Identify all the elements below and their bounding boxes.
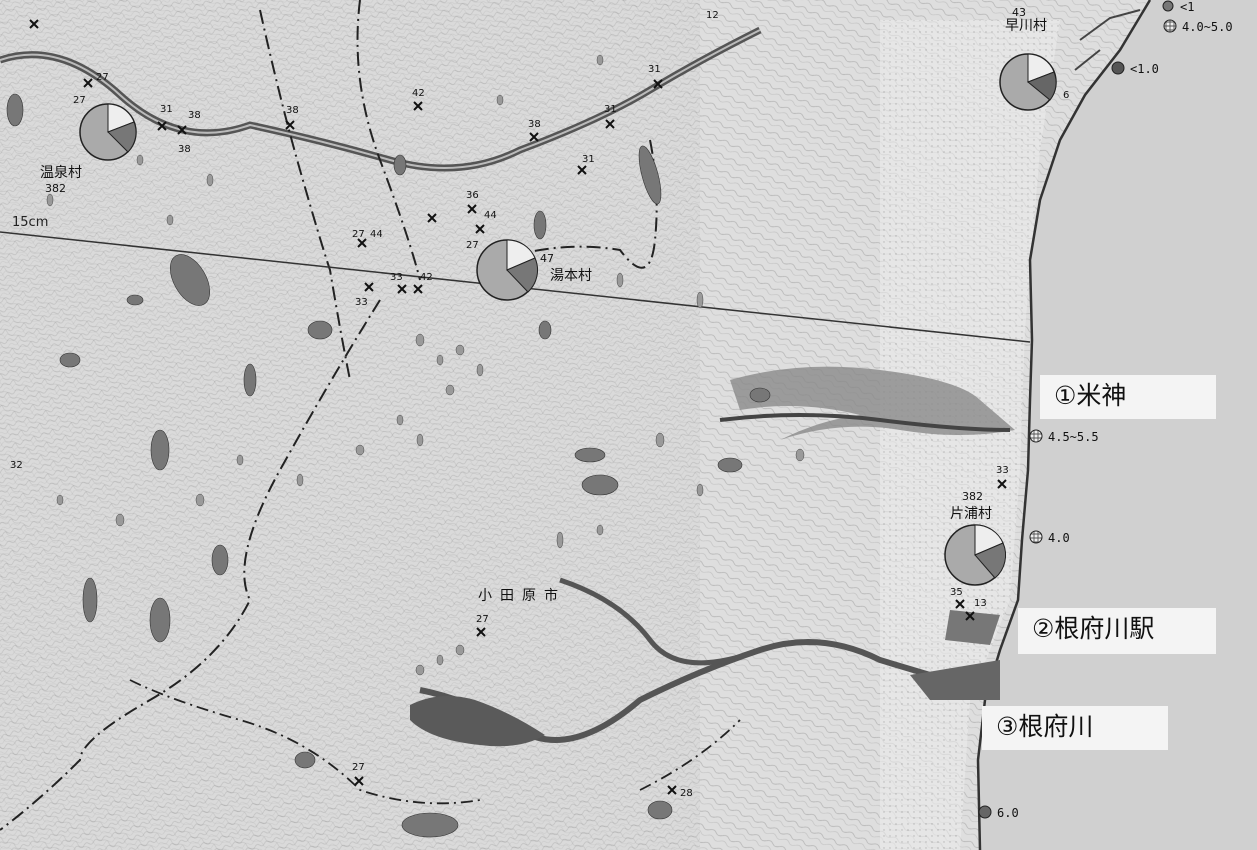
svg-text:42: 42 — [412, 88, 425, 99]
svg-text:31: 31 — [160, 104, 173, 115]
svg-text:31: 31 — [604, 104, 617, 115]
svg-text:31: 31 — [648, 64, 661, 75]
profile-line-label: 15cm — [12, 215, 48, 230]
svg-text:27: 27 — [352, 762, 365, 773]
svg-text:<1.0: <1.0 — [1130, 62, 1159, 76]
svg-text:27: 27 — [73, 95, 86, 106]
village-hayakawa: 早川村 — [1005, 18, 1047, 34]
village-kataura: 片浦村 — [950, 506, 992, 522]
callout-nebukawa: ③根府川 — [982, 706, 1168, 750]
landslide-scatter — [6, 93, 771, 838]
svg-text:27: 27 — [352, 229, 365, 240]
svg-text:33: 33 — [996, 465, 1009, 476]
pie-hayakawa — [999, 53, 1057, 111]
svg-text:27: 27 — [96, 72, 109, 83]
pie-kataura — [944, 524, 1007, 586]
svg-text:28: 28 — [680, 788, 693, 799]
svg-text:35: 35 — [950, 587, 963, 598]
village-yumoto: 湯本村 — [550, 267, 592, 284]
landslide-deposit — [410, 696, 545, 747]
svg-text:33: 33 — [355, 297, 368, 308]
svg-text:27: 27 — [466, 240, 479, 251]
village-kataura-number: 382 — [962, 490, 983, 503]
village-onsen-number: 382 — [45, 182, 66, 195]
village-yumoto-number: 47 — [540, 252, 554, 265]
svg-text:6.0: 6.0 — [997, 806, 1019, 820]
odawara-city: 小田原市 — [478, 587, 566, 604]
svg-text:38: 38 — [528, 119, 541, 130]
svg-text:31: 31 — [582, 154, 595, 165]
svg-text:6: 6 — [1063, 90, 1069, 101]
svg-text:44: 44 — [370, 229, 383, 240]
svg-text:38: 38 — [178, 144, 191, 155]
pie-onsen — [79, 103, 137, 161]
svg-text:38: 38 — [286, 105, 299, 116]
svg-text:36: 36 — [466, 190, 479, 201]
svg-text:13: 13 — [974, 598, 987, 609]
svg-text:44: 44 — [484, 210, 497, 221]
svg-text:4.0: 4.0 — [1048, 531, 1070, 545]
svg-text:12: 12 — [706, 10, 719, 21]
svg-text:<1: <1 — [1180, 0, 1194, 14]
svg-text:4.5~5.5: 4.5~5.5 — [1048, 430, 1099, 444]
svg-text:32: 32 — [10, 460, 23, 471]
komegami-deposit — [730, 366, 1015, 440]
coast-markers: 4.0~5.0 <1.0 4.5~5.5 4.0 6.0 <1 — [978, 0, 1233, 820]
village-hayakawa-number: 43 — [1012, 6, 1026, 19]
svg-text:38: 38 — [188, 110, 201, 121]
svg-text:42: 42 — [420, 272, 433, 283]
pie-yumoto — [476, 239, 539, 301]
svg-text:33: 33 — [390, 272, 403, 283]
spot-markers: 27 27 31 38 38 38 42 31 31 31 38 36 44 2… — [10, 10, 1069, 799]
callout-nebukawa-station: ②根府川駅 — [1018, 608, 1216, 654]
callout-komegami: ①米神 — [1040, 375, 1216, 419]
svg-text:4.0~5.0: 4.0~5.0 — [1182, 20, 1233, 34]
svg-text:27: 27 — [476, 614, 489, 625]
village-onsen: 温泉村 — [40, 164, 82, 181]
